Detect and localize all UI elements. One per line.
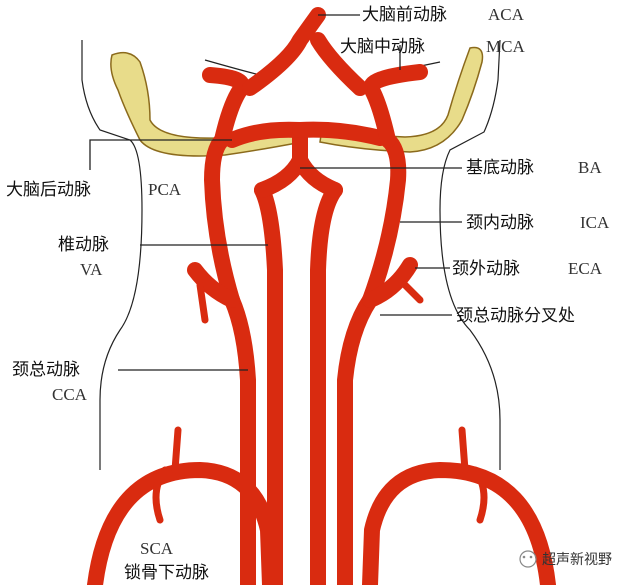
right-vertebral-artery: [310, 182, 343, 585]
right-common-carotid: [337, 292, 378, 585]
sca-label-en: SCA: [140, 539, 174, 558]
wechat-icon-eye-right: [529, 555, 533, 559]
left-common-carotid: [224, 292, 256, 585]
cca-label-cn: 颈总动脉: [12, 360, 80, 380]
watermark-text: 超声新视野: [542, 552, 612, 568]
labels: 大脑前动脉 ACA 大脑中动脉 MCA 大脑后动脉 PCA 基底动脉 BA 颈内…: [6, 5, 610, 583]
wechat-icon-eye-left: [522, 555, 526, 559]
anterior-cerebral: [242, 7, 326, 96]
cca-label-en: CCA: [52, 385, 88, 404]
right-internal-carotid: [362, 132, 407, 308]
artery-network: [87, 7, 556, 585]
anterior-cerebral-right: [310, 32, 368, 96]
left-middle-cerebral: [202, 67, 250, 148]
wechat-icon: [519, 550, 537, 568]
watermark: 超声新视野: [519, 550, 612, 568]
aca-label-en: ACA: [488, 5, 525, 24]
pca-label-cn: 大脑后动脉: [6, 180, 91, 200]
aca-label-cn: 大脑前动脉: [362, 5, 447, 25]
ba-label-en: BA: [578, 158, 602, 177]
right-middle-cerebral: [363, 64, 428, 148]
va-label-en: VA: [80, 260, 103, 279]
leader-lines: [89, 14, 462, 371]
ica-label-en: ICA: [580, 213, 610, 232]
eca-label-en: ECA: [568, 259, 603, 278]
pca-label-en: PCA: [148, 180, 182, 199]
va-label-cn: 椎动脉: [58, 235, 109, 255]
eca-label-cn: 颈外动脉: [452, 259, 520, 279]
sca-label-cn: 锁骨下动脉: [124, 563, 209, 583]
bifurcation-label: 颈总动脉分叉处: [456, 306, 575, 326]
right-posterior-cerebral: [292, 121, 388, 146]
left-external-carotid: [187, 262, 240, 308]
mca-label-cn: 大脑中动脉: [340, 37, 425, 57]
small-branches: [152, 281, 488, 524]
left-subclavian-artery: [87, 462, 278, 585]
mca-label-en: MCA: [486, 37, 525, 56]
right-subclavian-artery: [362, 462, 556, 585]
right-external-carotid: [362, 257, 418, 308]
left-internal-carotid: [204, 132, 240, 308]
ica-label-cn: 颈内动脉: [466, 213, 534, 233]
ba-label-cn: 基底动脉: [466, 158, 534, 178]
